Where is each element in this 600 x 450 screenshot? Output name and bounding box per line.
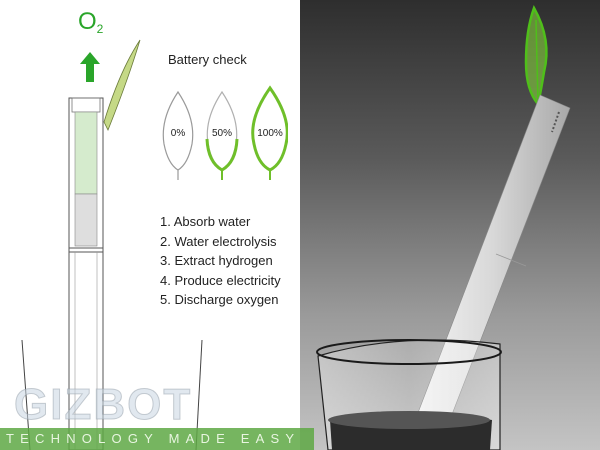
battery-check-title: Battery check (168, 52, 247, 67)
pen-in-glass-illustration (316, 5, 571, 450)
battery-leaves (162, 85, 288, 180)
step-item: 3. Extract hydrogen (160, 253, 273, 268)
step-item: 4. Produce electricity (160, 272, 281, 288)
step-item: 5. Discharge oxygen (160, 292, 279, 307)
arrow-up-icon (80, 52, 100, 82)
battery-level-50: 50% (211, 128, 232, 139)
step-item: 1. Absorb water (160, 214, 251, 229)
step-item: 2. Water electrolysis (160, 233, 277, 249)
battery-level-0: 0% (170, 128, 186, 139)
watermark-band (0, 428, 314, 450)
product-photo (300, 0, 600, 450)
process-steps: 1. Absorb water 2. Water electrolysis 3.… (160, 212, 281, 310)
watermark-tagline: TECHNOLOGY MADE EASY (6, 431, 301, 446)
pen-diagram (21, 39, 141, 450)
diagram-panel: O2 Battery check 0% 50% 100% 1. Absorb w… (0, 0, 298, 450)
gizbot-logo: GIZBOT (13, 380, 193, 430)
panel-divider (298, 0, 300, 450)
battery-level-100: 100% (257, 128, 283, 139)
o2-label: O2 (78, 8, 104, 36)
